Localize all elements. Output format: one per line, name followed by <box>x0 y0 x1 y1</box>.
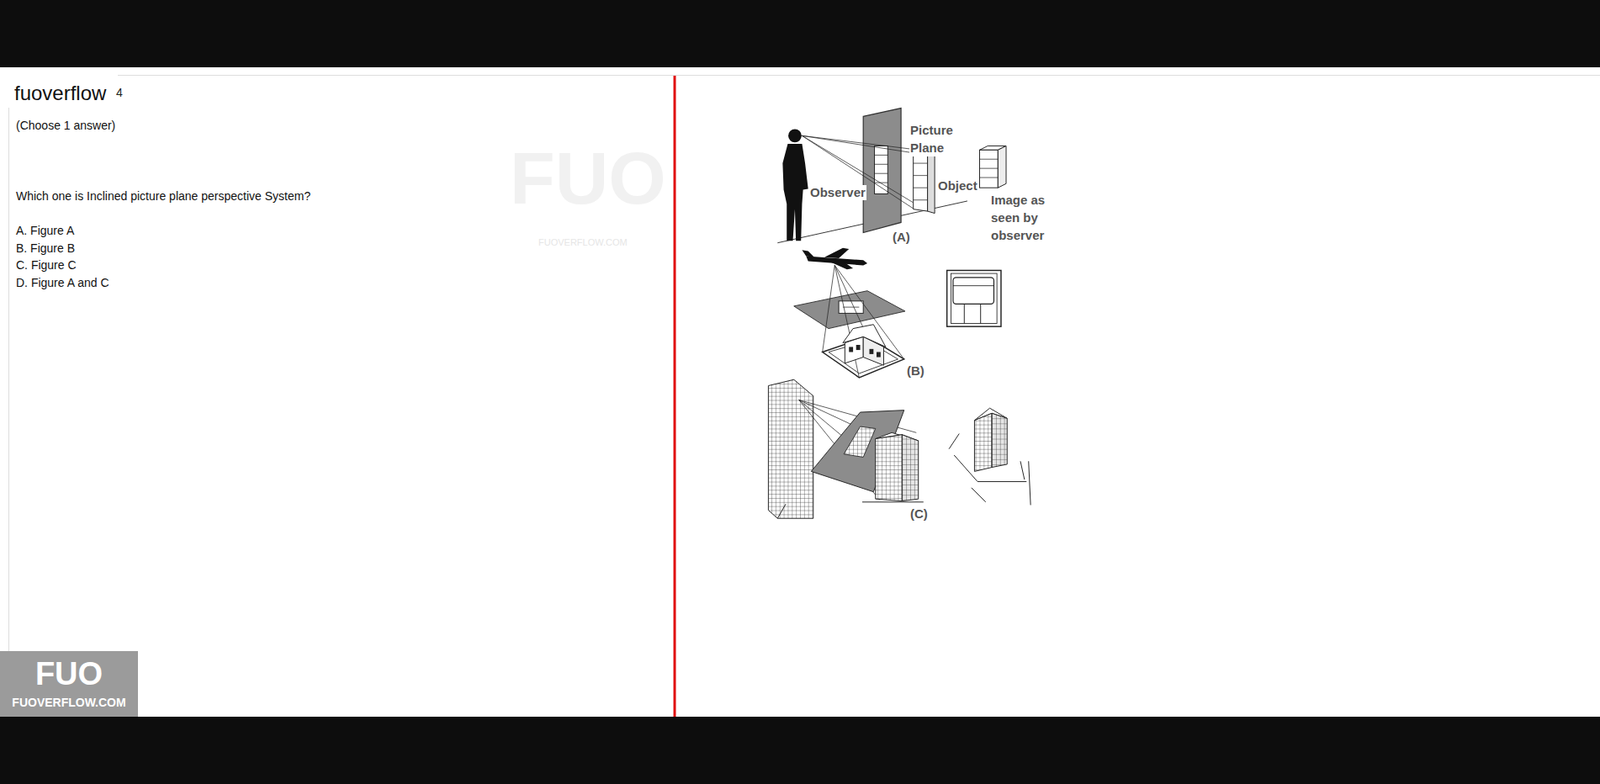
answer-option: B. Figure B <box>15 241 75 256</box>
figure-letter: (B) <box>905 364 926 377</box>
figure-a <box>777 108 1007 244</box>
watermark-logo: FUO <box>509 141 667 216</box>
answer-option: D. Figure A and C <box>15 275 110 291</box>
figure-label: Picture Plane <box>909 121 972 157</box>
bottom-bar <box>0 716 1600 784</box>
panel-border <box>8 107 10 717</box>
question-text: Which one is Inclined picture plane pers… <box>15 189 311 204</box>
perspective-illustration <box>768 108 1031 520</box>
answer-option: C. Figure C <box>15 258 77 273</box>
logo-text: FUOVERFLOW.COM <box>0 695 138 710</box>
answer-option: A. Figure A <box>15 223 75 239</box>
watermark-text: FUOVERFLOW.COM <box>538 237 628 249</box>
figure-letter: (A) <box>891 230 912 244</box>
top-bar <box>0 0 1600 68</box>
site-name: fuoverflow <box>14 81 106 106</box>
figure-letter: (C) <box>909 507 929 520</box>
instruction-text: (Choose 1 answer) <box>15 118 116 133</box>
figure-label: Observer <box>809 185 867 201</box>
question-number: 4 <box>116 85 123 101</box>
logo-mark: FUO <box>0 657 138 690</box>
divider-line <box>673 75 677 717</box>
header-rule <box>117 74 1600 76</box>
figure-label: Object <box>937 178 979 194</box>
figure-label: Image as seen by observer <box>990 190 1068 244</box>
figure-c <box>768 379 1031 519</box>
logo-box <box>0 651 138 717</box>
figure-b <box>794 248 1002 378</box>
